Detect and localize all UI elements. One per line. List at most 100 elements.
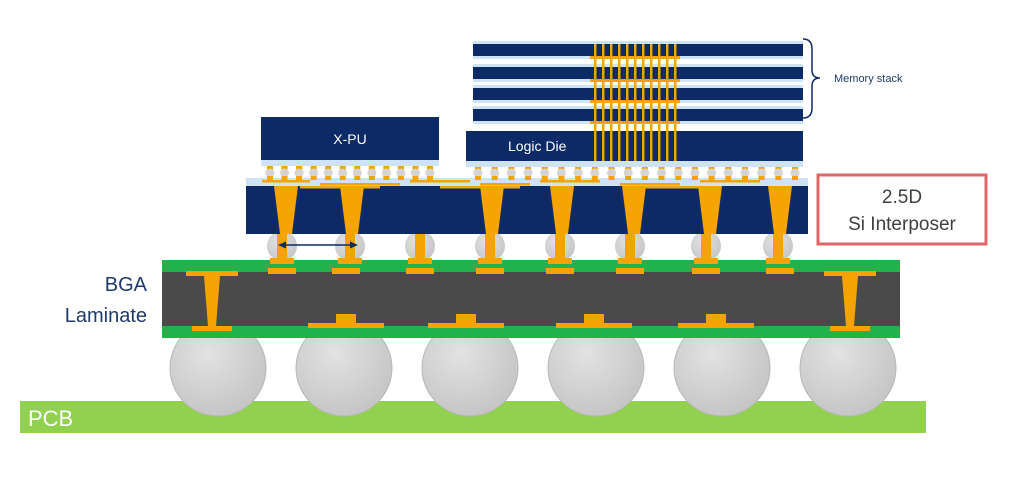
laminate-top-pad xyxy=(476,268,504,274)
micro-bump-pillar xyxy=(575,176,582,180)
micro-bump xyxy=(352,168,362,178)
bga-solder-balls xyxy=(169,319,897,417)
memory-bond-line xyxy=(590,121,680,124)
micro-bump-pillar xyxy=(691,166,698,170)
memory-stack-brace xyxy=(802,38,821,119)
memory-stack xyxy=(473,41,803,124)
micro-bump-pillar xyxy=(475,166,481,170)
tsv xyxy=(768,186,792,234)
micro-bump-pillar xyxy=(325,166,332,170)
micro-bump-pillar xyxy=(296,176,303,180)
micro-bump-pillar xyxy=(310,166,317,170)
laminate-pad xyxy=(186,271,238,276)
micro-bump-pillar xyxy=(541,166,548,170)
interposer-rdl xyxy=(262,180,760,189)
micro-bump-pillar xyxy=(775,176,782,180)
micro-bump-pillar xyxy=(725,176,732,180)
micro-bump-pillar xyxy=(412,166,419,170)
micro-bump-pillar xyxy=(658,176,665,180)
micro-bump xyxy=(590,168,600,178)
micro-bump-pillar xyxy=(775,166,782,170)
micro-bump xyxy=(323,168,333,178)
tsv xyxy=(550,186,574,234)
laminate-pad xyxy=(428,323,504,328)
micro-bump xyxy=(773,168,783,178)
micro-bump xyxy=(757,168,767,178)
c4-bump-core xyxy=(415,232,425,262)
micro-bump xyxy=(657,168,667,178)
micro-bump xyxy=(367,168,377,178)
micro-bump-pillar xyxy=(508,176,515,180)
memory-bond-line xyxy=(590,56,680,59)
micro-bump-pillar xyxy=(339,176,346,180)
micro-bump-pillar xyxy=(368,176,375,180)
rdl-line xyxy=(640,186,720,189)
rdl-line xyxy=(410,180,470,183)
micro-bump xyxy=(707,168,717,178)
micro-bump xyxy=(556,168,566,178)
memory-die xyxy=(473,67,803,79)
micro-bump-pillar xyxy=(339,166,346,170)
micro-bump-pillar xyxy=(675,166,682,170)
laminate-pad xyxy=(678,323,754,328)
c4-bump-pad xyxy=(548,258,572,264)
laminate-top-pad xyxy=(546,268,574,274)
tsv xyxy=(698,186,722,234)
micro-bump-pillar xyxy=(608,166,615,170)
micro-bump-pillar xyxy=(741,166,748,170)
micro-bump xyxy=(294,168,304,178)
micro-bump-pillar xyxy=(412,176,419,180)
memory-die xyxy=(473,88,803,100)
interposer-label-line2: Si Interposer xyxy=(848,214,956,235)
micro-bump-pillar xyxy=(397,166,404,170)
micro-bump-pillar xyxy=(792,176,798,180)
laminate-pad xyxy=(824,271,876,276)
c4-bump-pad xyxy=(408,258,432,264)
laminate-via-cap xyxy=(456,314,476,323)
laminate-through-via xyxy=(204,276,220,326)
micro-bump-pillar xyxy=(558,166,565,170)
micro-bump xyxy=(606,168,616,178)
micro-bump-pillar xyxy=(708,176,715,180)
memory-stack-label: Memory stack xyxy=(834,73,903,85)
c4-bump-core xyxy=(485,232,495,262)
rdl-line xyxy=(320,183,400,186)
micro-bump xyxy=(425,168,435,178)
bga-label-line2: Laminate xyxy=(65,305,147,327)
c4-bump-pad xyxy=(618,258,642,264)
micro-bump-pillar xyxy=(267,176,273,180)
micro-bumps xyxy=(265,166,800,180)
micro-bump-pillar xyxy=(608,176,615,180)
micro-bump-pillar xyxy=(591,166,598,170)
micro-bump-pillar xyxy=(675,176,682,180)
micro-bump xyxy=(280,168,290,178)
interposer-label-line1: 2.5D xyxy=(882,187,922,208)
pcb-label: PCB xyxy=(28,406,73,431)
micro-bump-pillar xyxy=(383,176,390,180)
micro-bump-pillar xyxy=(427,166,433,170)
micro-bump xyxy=(690,168,700,178)
micro-bump xyxy=(381,168,391,178)
micro-bump xyxy=(396,168,406,178)
micro-bump-pillar xyxy=(491,166,498,170)
micro-bump-pillar xyxy=(641,166,648,170)
rdl-line xyxy=(620,183,680,186)
micro-bump-pillar xyxy=(758,176,765,180)
rdl-line xyxy=(540,180,600,183)
rdl-line xyxy=(700,180,760,183)
micro-bump xyxy=(623,168,633,178)
rdl-line xyxy=(480,183,530,186)
micro-bump-pillar xyxy=(558,176,565,180)
bga-label-line1: BGA xyxy=(105,274,148,296)
micro-bump-pillar xyxy=(792,166,798,170)
micro-bump-pillar xyxy=(325,176,332,180)
memory-bond-line xyxy=(590,79,680,82)
micro-bump-pillar xyxy=(475,176,481,180)
micro-bump xyxy=(490,168,500,178)
micro-bump xyxy=(573,168,583,178)
laminate-pad xyxy=(556,323,632,328)
micro-bump-pillar xyxy=(354,176,361,180)
tsv xyxy=(340,186,364,234)
micro-bump xyxy=(523,168,533,178)
